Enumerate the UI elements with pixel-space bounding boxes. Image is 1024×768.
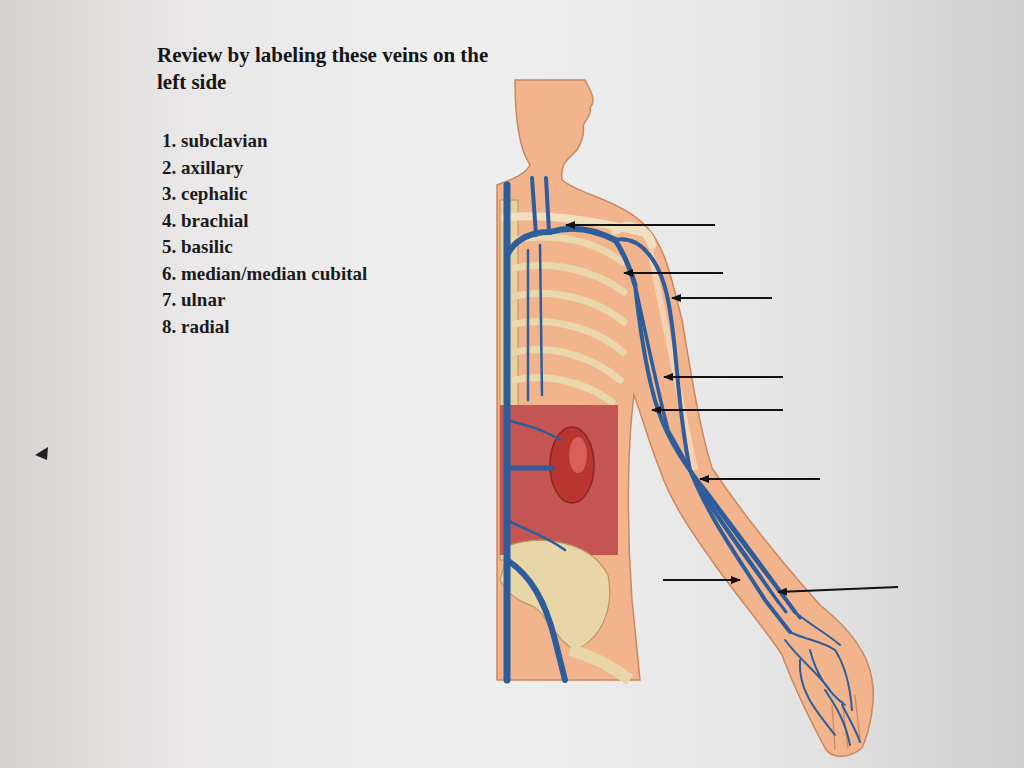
- jugular-vein: [532, 178, 536, 235]
- vein-list-item: 3. cephalic: [162, 183, 248, 205]
- subclavian-vein: [550, 229, 615, 240]
- median-vein: [700, 490, 786, 612]
- leader-line: [664, 376, 783, 378]
- hand-veins: [785, 612, 860, 745]
- vein-list-item: 4. brachial: [162, 210, 249, 232]
- finger-lines: [832, 695, 860, 750]
- leader-line: [566, 224, 715, 226]
- vein-list-item: 1. subclavian: [162, 130, 268, 152]
- vein-list-item: 5. basilic: [162, 236, 233, 258]
- ulnar-vein: [706, 494, 800, 618]
- leader-line: [663, 579, 740, 581]
- vein-list-item: 6. median/median cubital: [162, 263, 367, 285]
- rib: [515, 377, 612, 402]
- brachial-vein: [635, 285, 697, 482]
- vein-list-item: 2. axillary: [162, 157, 243, 179]
- basilic-vein: [635, 285, 795, 612]
- abdominal-vein: [507, 420, 565, 550]
- axillary-vein: [615, 240, 635, 285]
- vein-list-item: 8. radial: [162, 316, 230, 338]
- rib: [515, 237, 622, 262]
- kidney-highlight: [569, 437, 587, 473]
- leader-line: [624, 272, 723, 274]
- ribs: [515, 237, 624, 402]
- rib: [515, 265, 624, 292]
- renal-vein: [507, 466, 552, 471]
- vein-list-item: 7. ulnar: [162, 289, 225, 311]
- veins: [507, 178, 860, 745]
- thoracic-vein: [528, 245, 542, 400]
- leader-line: [672, 297, 772, 299]
- femur-head: [570, 650, 630, 680]
- leader-line: [652, 409, 783, 411]
- iliac-vein: [507, 560, 565, 680]
- body-outline: [497, 80, 873, 756]
- abdomen: [500, 405, 618, 555]
- worksheet-title: Review by labeling these veins on the le…: [157, 42, 497, 96]
- leader-lines: [566, 225, 898, 592]
- jugular-vein: [546, 178, 549, 232]
- cursor-triangle: [35, 447, 48, 460]
- leader-line: [778, 587, 898, 592]
- leader-line: [700, 478, 820, 480]
- median-cubital-vein: [690, 470, 706, 492]
- vena-cava: [504, 185, 511, 680]
- rib: [515, 293, 624, 322]
